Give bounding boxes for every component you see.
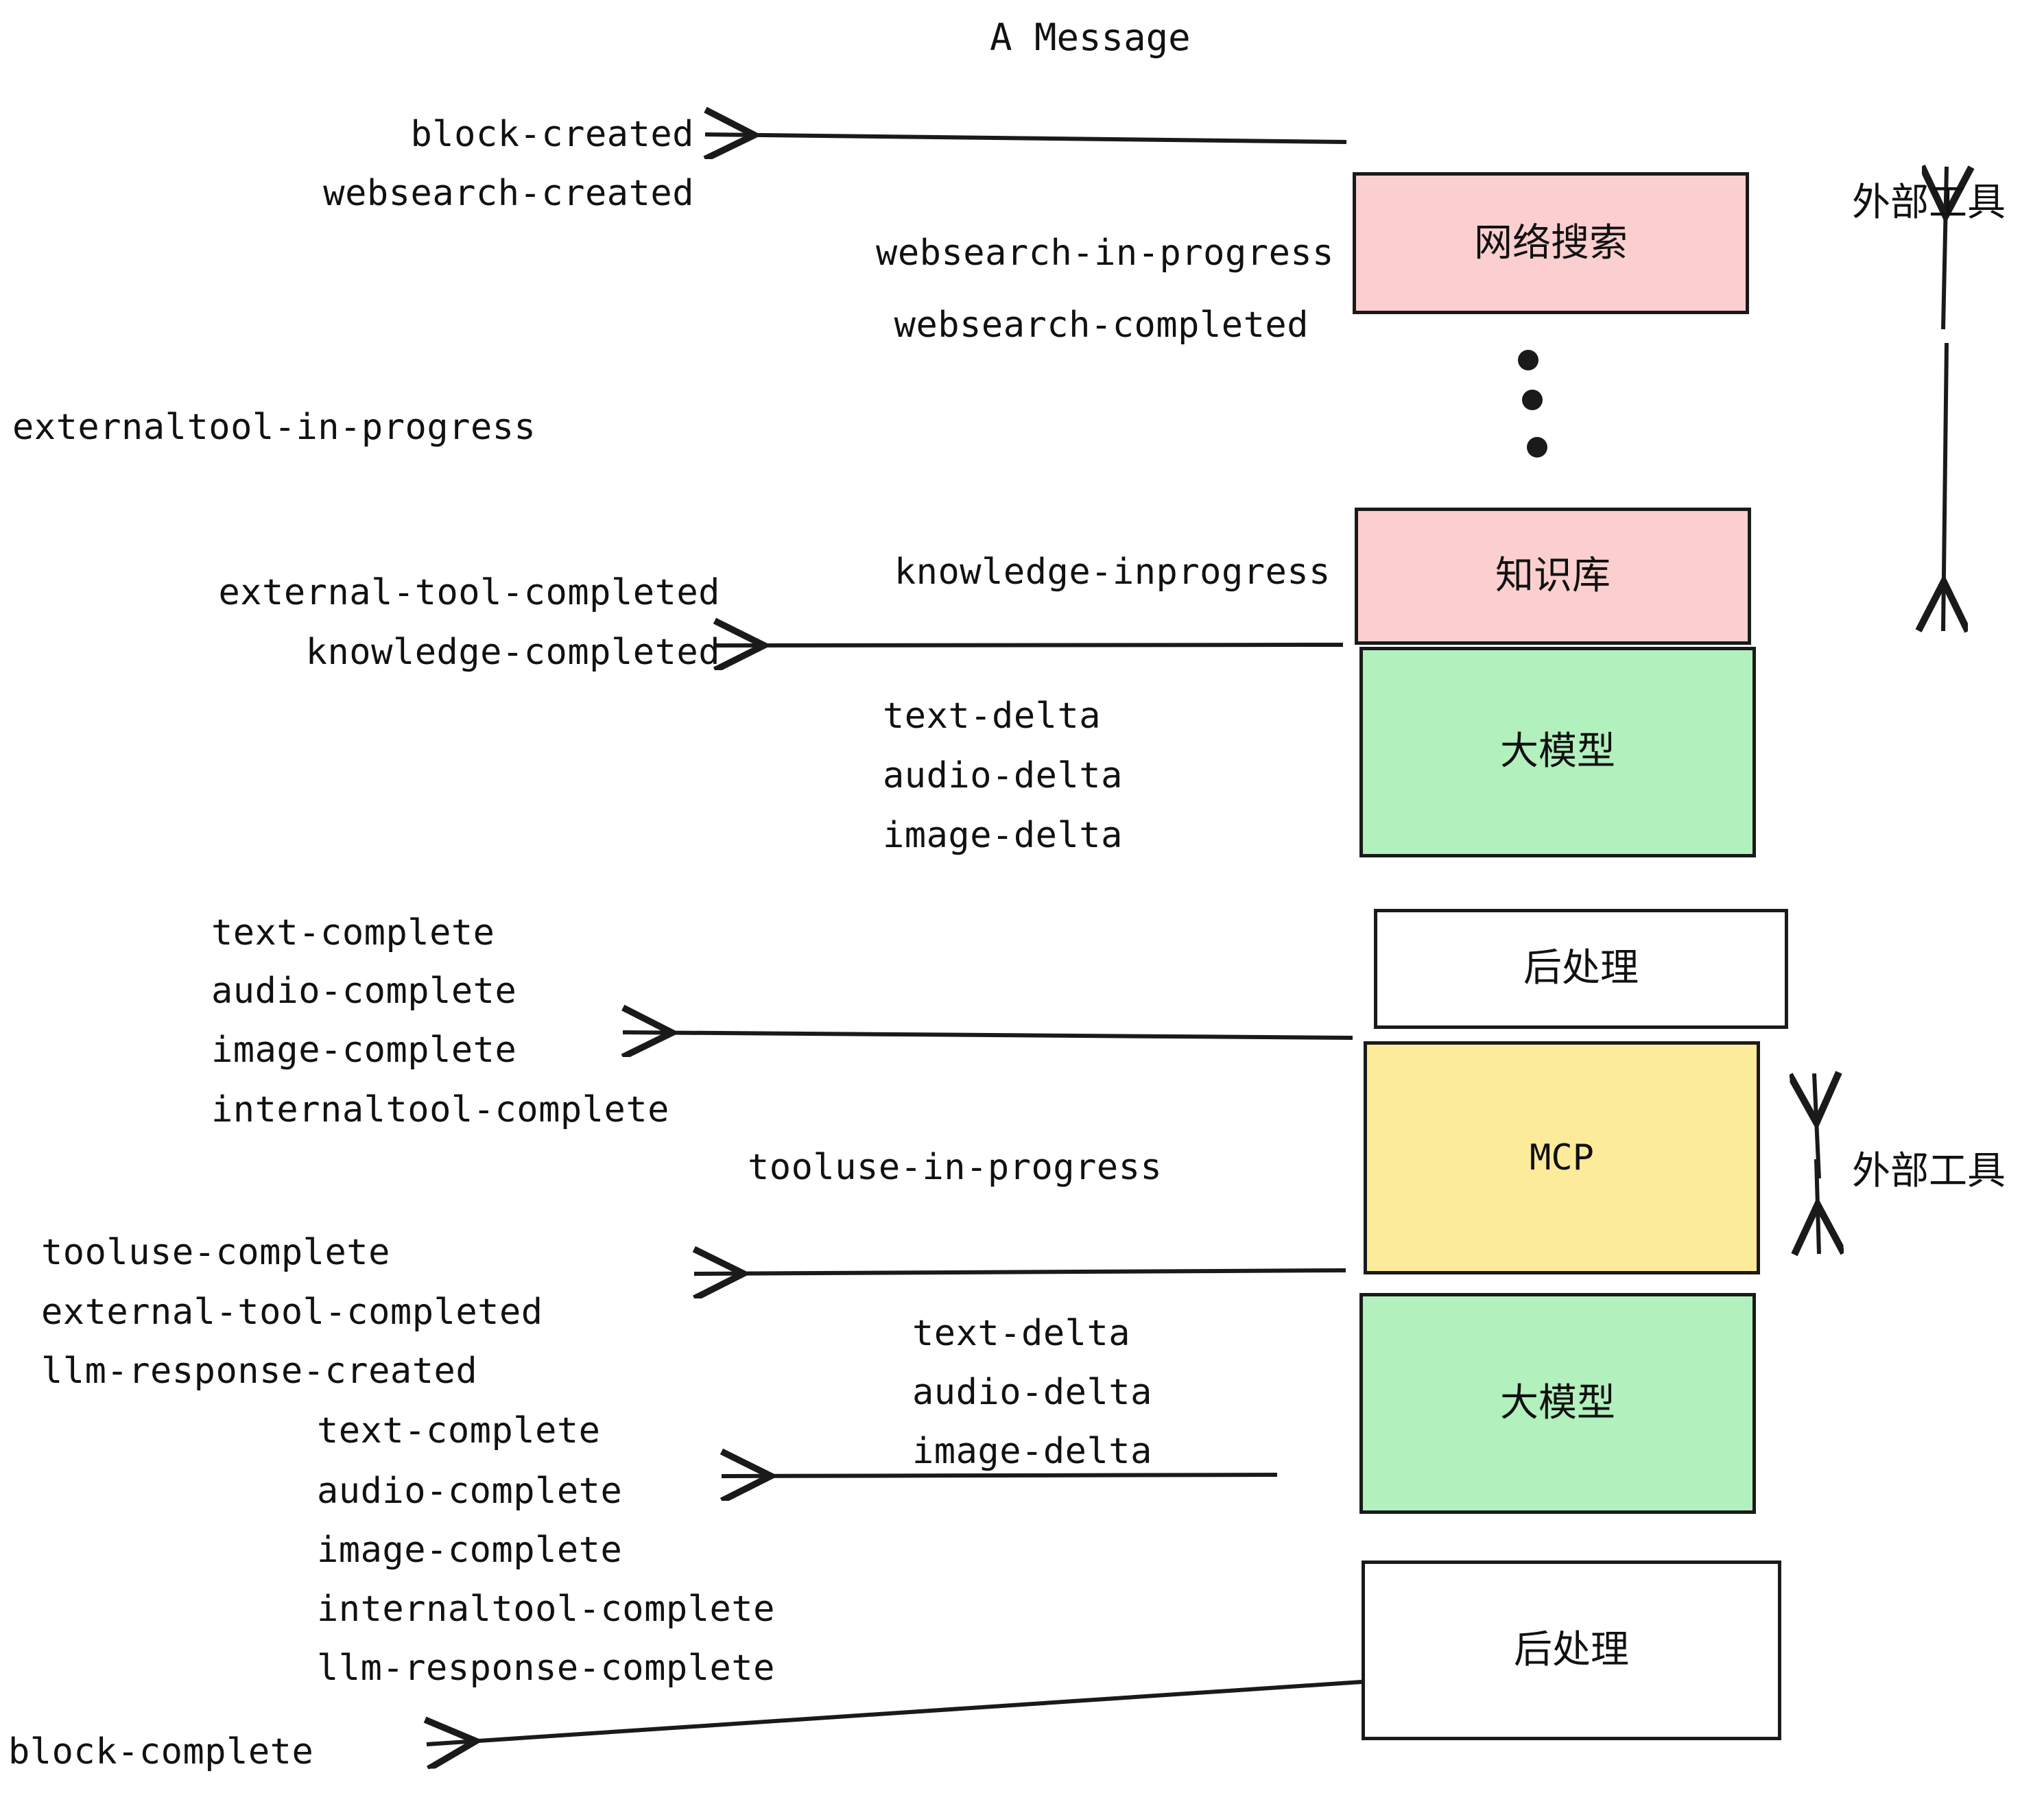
arrow-post-to-image-complete [623,1032,1353,1038]
node-postprocess-second[interactable] [1362,1560,1781,1740]
external-tools-arrow-top [1943,167,1947,631]
event-text-complete-2: text-complete [317,1410,601,1451]
arrow-llm-to-audio-complete [722,1475,1278,1476]
event-image-complete-2: image-complete [317,1530,623,1571]
event-internaltool-complete-2: internaltool-complete [317,1589,775,1630]
node-llm-second[interactable] [1359,1293,1756,1514]
event-knowledge-inprogress: knowledge-inprogress [894,551,1331,593]
event-text-delta-1: text-delta [883,696,1102,737]
event-text-delta-2: text-delta [912,1313,1131,1354]
event-externaltool-in-progress: externaltool-in-progress [12,407,536,448]
event-websearch-in-progress: websearch-in-progress [876,233,1334,274]
event-text-complete-1: text-complete [211,912,495,953]
arrow-post-to-block-complete [427,1680,1362,1744]
event-external-tool-completed-2: external-tool-completed [41,1292,543,1333]
event-llm-response-created: llm-response-created [41,1351,478,1392]
event-block-complete: block-complete [8,1731,314,1772]
event-image-complete-1: image-complete [211,1030,517,1071]
node-knowledge[interactable] [1355,508,1751,645]
event-llm-response-complete: llm-response-complete [317,1648,775,1689]
diagram-title: A Message [990,16,1191,59]
event-image-delta-2: image-delta [912,1431,1152,1472]
external-tools-arrow-bottom [1814,1073,1819,1254]
event-image-delta-1: image-delta [883,815,1123,856]
arrow-websearch-to-block-created [705,134,1347,142]
ellipsis-dots [1518,350,1547,458]
node-websearch[interactable] [1353,172,1749,314]
node-postprocess-first[interactable] [1374,909,1788,1029]
node-mcp[interactable] [1364,1041,1760,1274]
event-websearch-completed: websearch-completed [894,305,1309,346]
arrow-mcp-to-tooluse-complete [694,1270,1346,1274]
event-block-created: block-created [410,114,694,155]
event-tooluse-in-progress: tooluse-in-progress [748,1147,1163,1188]
event-audio-complete-1: audio-complete [211,971,517,1012]
event-internaltool-complete-1: internaltool-complete [211,1089,669,1130]
event-audio-delta-1: audio-delta [883,755,1123,796]
event-audio-complete-2: audio-complete [317,1471,623,1512]
event-websearch-created: websearch-created [323,173,694,214]
event-external-tool-completed-1: external-tool-completed [218,572,720,613]
event-knowledge-completed: knowledge-completed [305,632,720,673]
annotation-external-tools-bottom: 外部工具 [1852,1149,2006,1194]
node-llm-first[interactable] [1359,647,1756,857]
annotation-external-tools-top: 外部工具 [1852,180,2006,225]
event-audio-delta-2: audio-delta [912,1372,1152,1413]
event-tooluse-complete: tooluse-complete [41,1232,390,1273]
